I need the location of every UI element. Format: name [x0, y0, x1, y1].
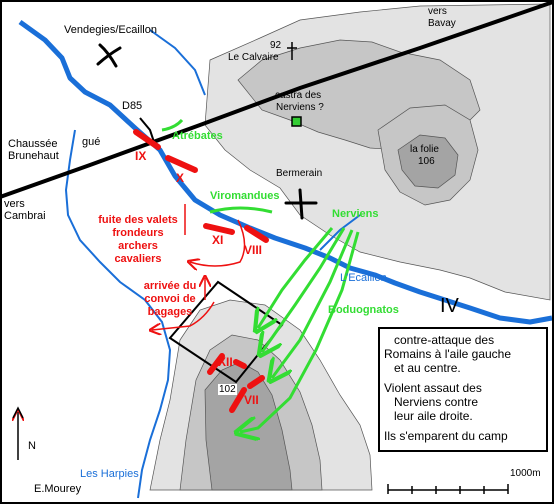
road-d85 — [139, 117, 156, 146]
note-arrivee-line-1: arrivée du — [143, 280, 197, 292]
legion-xi-label: XI — [212, 233, 224, 247]
note-arrivee: arrivée du convoi de bagages — [134, 280, 206, 319]
river-tributary-north — [149, 29, 206, 96]
label-height-102: 102 — [218, 384, 237, 395]
label-la-folie-1: la folie — [410, 144, 439, 155]
note-arrivee-line-3: bagages — [147, 306, 193, 318]
legion-viii-bar — [244, 225, 269, 243]
tribe-atrebates: Atrébates — [172, 130, 223, 142]
label-castra-1: castra des — [275, 90, 322, 101]
note-fuite: fuite des valets frondeurs archers caval… — [92, 214, 184, 266]
note-fuite-line-2: frondeurs — [112, 227, 164, 239]
label-calvaire-alt: 92 — [270, 40, 282, 51]
legion-x-bar — [165, 155, 198, 173]
terrain-dark-folie — [397, 134, 459, 189]
bermerain-marker-icon — [284, 188, 318, 220]
label-castra-2: Nerviens ? — [276, 102, 324, 113]
label-roman-iv: IV — [440, 295, 459, 317]
road-chaussee-brunehaut — [0, 0, 554, 199]
legion-viii-label: VIII — [244, 243, 263, 257]
label-la-folie-2: 106 — [418, 156, 435, 167]
tribe-viromandues: Viromandues — [210, 190, 280, 202]
legend-line-7: Ils s'emparent du camp — [384, 429, 508, 443]
convoi-arrow-left — [152, 301, 215, 330]
tribe-nerviens: Nerviens — [332, 208, 379, 220]
label-calvaire: Le Calvaire — [228, 52, 279, 63]
note-fuite-line-3: archers — [118, 240, 158, 252]
legion-ix-label: IX — [135, 149, 147, 163]
label-vers-bavay-1: vers — [428, 6, 447, 17]
label-vers-cambrai-1: vers — [4, 198, 25, 210]
label-chaussee-2: Brunehaut — [8, 150, 59, 162]
legion-xii-label: XII — [218, 355, 233, 369]
scale-bar — [387, 484, 509, 494]
label-chaussee-1: Chaussée — [8, 138, 58, 150]
tribe-boduognatos: Boduognatos — [328, 304, 399, 316]
vendegies-marker-icon — [96, 43, 122, 68]
legend-line-4: Violent assaut des — [384, 381, 482, 395]
label-vers-bavay-2: Bavay — [428, 18, 456, 29]
note-arrivee-line-2: convoi de — [144, 293, 196, 305]
label-north: N — [28, 440, 36, 452]
river-tributary-west — [64, 129, 172, 499]
legion-vii-bar-2 — [247, 375, 265, 389]
legion-x-label: X — [176, 171, 185, 185]
legend-box: contre-attaque des Romains à l'aile gauc… — [378, 327, 548, 452]
label-vers-cambrai-2: Cambrai — [4, 210, 46, 222]
label-author: E.Mourey — [34, 483, 82, 495]
viromandues-line — [209, 206, 273, 214]
castra-square-icon — [291, 116, 302, 127]
label-d85: D85 — [122, 100, 143, 112]
legion-xii-bar — [207, 353, 225, 375]
legion-xii-bar-2 — [233, 359, 247, 369]
nerviens-arrow-1 — [258, 227, 334, 328]
atrebates-line — [161, 118, 184, 132]
fuite-arrow — [190, 219, 246, 266]
nerviens-arrow-4 — [240, 231, 360, 432]
legend-line-5: Nerviens contre — [394, 395, 479, 409]
river-ecaillon — [18, 19, 553, 325]
calvaire-cross-icon — [287, 42, 297, 60]
legion-vii-bar — [229, 387, 247, 413]
river-tributary-east — [319, 214, 361, 251]
nerviens-arrow-2 — [262, 227, 346, 352]
label-scale: 1000m — [510, 468, 541, 479]
nerviens-arrow-3 — [272, 229, 354, 378]
label-gue: gué — [82, 136, 101, 148]
legion-xi-bar — [203, 223, 235, 235]
legion-ix-bar — [133, 129, 161, 150]
legend-line-6: leur aile droite. — [394, 409, 473, 423]
label-ecaillon: L'Ecaillon — [340, 272, 387, 284]
note-fuite-line-1: fuite des valets — [98, 214, 178, 226]
legion-vii-label: VII — [244, 393, 259, 407]
legend-line-2: Romains à l'aile gauche — [384, 347, 512, 361]
label-les-harpies: Les Harpies — [80, 468, 139, 480]
label-vendegies: Vendegies/Ecaillon — [64, 24, 157, 36]
note-fuite-line-4: cavaliers — [114, 253, 162, 265]
label-bermerain: Bermerain — [276, 168, 323, 179]
legend-line-3: et au centre. — [394, 361, 461, 375]
legend-line-1: contre-attaque des — [394, 333, 495, 347]
